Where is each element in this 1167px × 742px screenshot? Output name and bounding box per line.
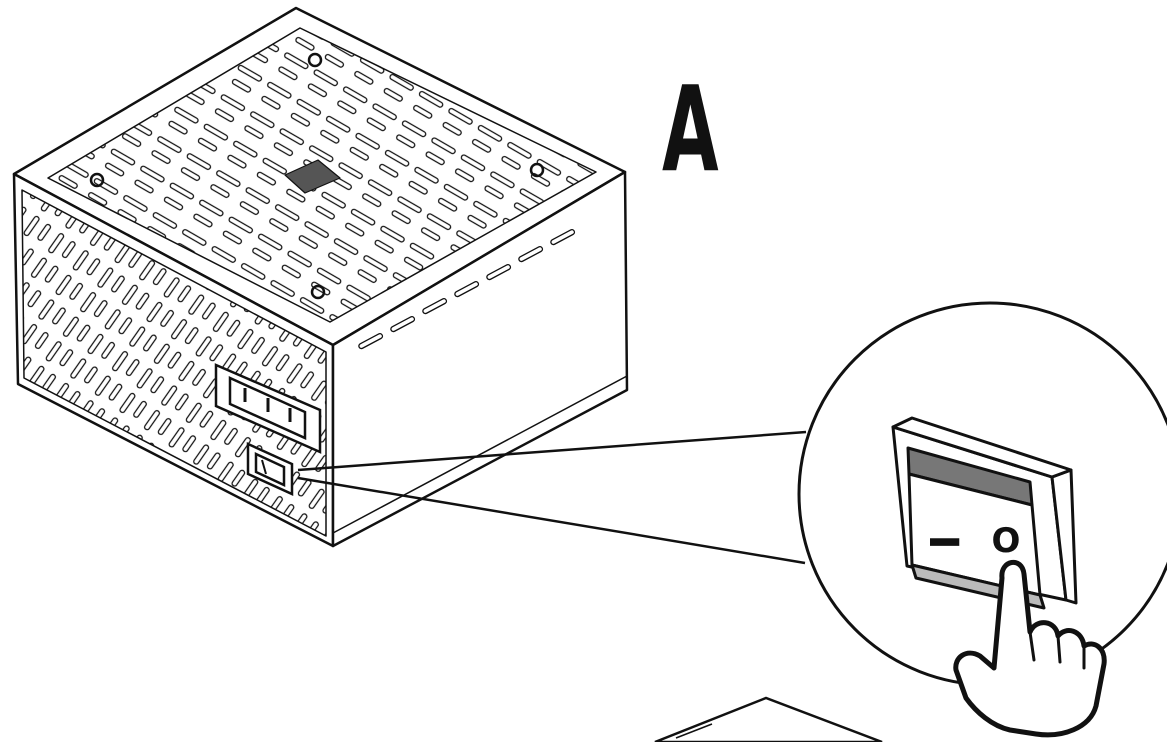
screw-icon — [529, 162, 545, 178]
switch-on-symbol: I — [920, 535, 966, 550]
step-label: A — [662, 60, 719, 198]
psu-rocker-switch-icon[interactable] — [246, 442, 294, 496]
power-supply-unit — [12, 6, 629, 548]
screw-icon — [89, 172, 105, 188]
psu-side-vents — [358, 229, 576, 350]
psu-side-face — [331, 170, 629, 548]
brand-logo-icon — [284, 159, 341, 194]
next-step-psu-partial — [654, 696, 883, 742]
switch-frame-top — [891, 416, 1073, 479]
ac-power-inlet-icon — [214, 363, 322, 454]
screw-icon — [307, 52, 323, 68]
switch-off-symbol: O — [992, 521, 1021, 561]
callout-lines — [297, 430, 807, 565]
pointing-hand-icon — [953, 560, 1107, 738]
screw-icon — [310, 284, 326, 300]
